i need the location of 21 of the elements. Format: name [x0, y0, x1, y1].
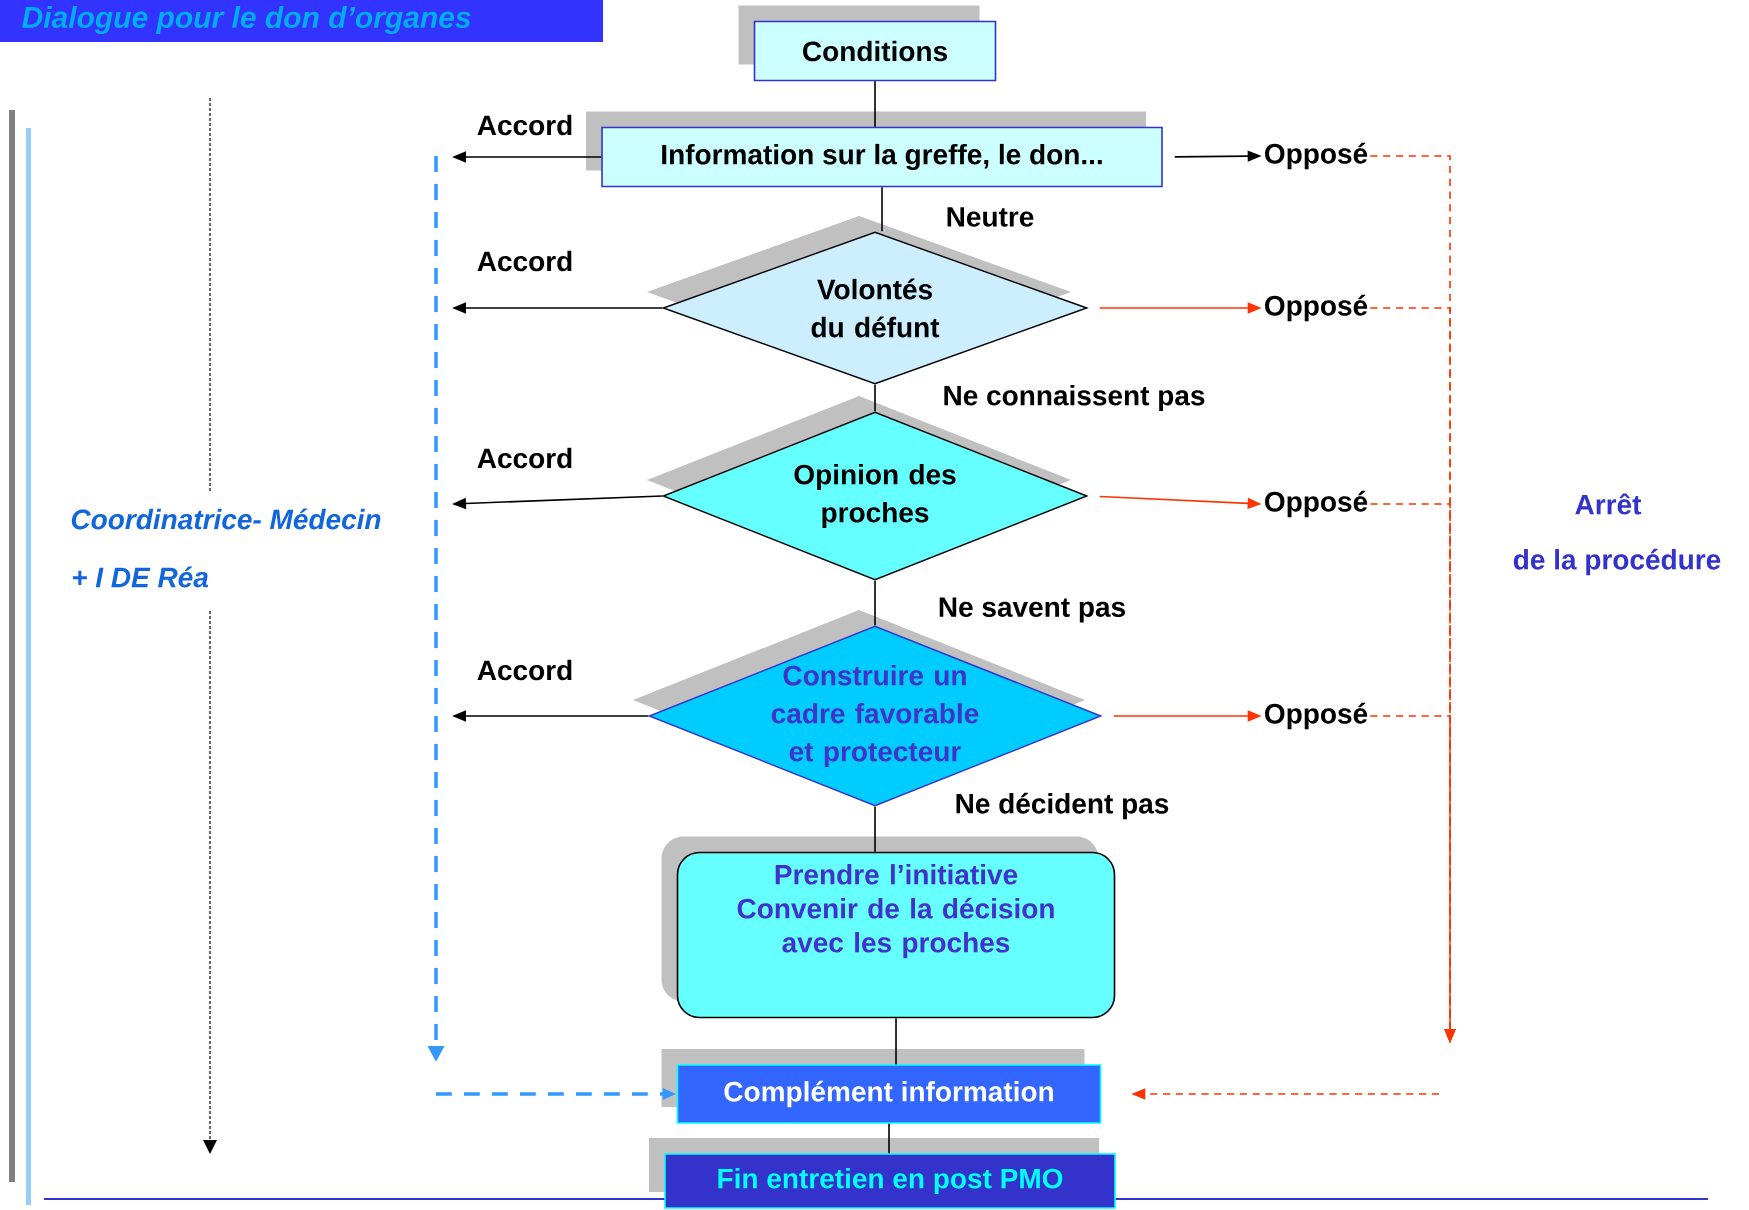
title-banner: Dialogue pour le don d’organes: [0, 0, 603, 42]
outcome-note: Arrêt: [1575, 493, 1642, 515]
process-box: Conditions: [753, 20, 997, 82]
edge-label: Neutre: [943, 205, 1037, 229]
edge-label: Accord: [474, 248, 576, 274]
process-box: Complément information: [676, 1064, 1102, 1124]
edge-label: Ne savent pas: [935, 595, 1129, 625]
edge-label: Accord: [474, 445, 576, 471]
edge-label: Accord: [474, 112, 576, 138]
outcome-label: Opposé: [1265, 142, 1368, 170]
edge-label: Ne connaissent pas: [940, 382, 1208, 414]
outcome-label: Opposé: [1265, 294, 1368, 322]
process-box: Fin entretien en post PMO: [664, 1153, 1116, 1209]
outcome-label: Opposé: [1265, 702, 1368, 730]
process-box: Prendre l’initiative Convenir de la décision avec les proches: [676, 851, 1116, 1019]
outcome-label: Opposé: [1265, 490, 1368, 518]
edge-label: Accord: [474, 657, 576, 683]
outcome-note: de la procédure: [1513, 548, 1721, 576]
side-label: Coordinatrice- Médecin: [71, 508, 381, 530]
process-box: Information sur la greffe, le don...: [601, 126, 1163, 188]
side-label: + I DE Réa: [72, 566, 208, 588]
